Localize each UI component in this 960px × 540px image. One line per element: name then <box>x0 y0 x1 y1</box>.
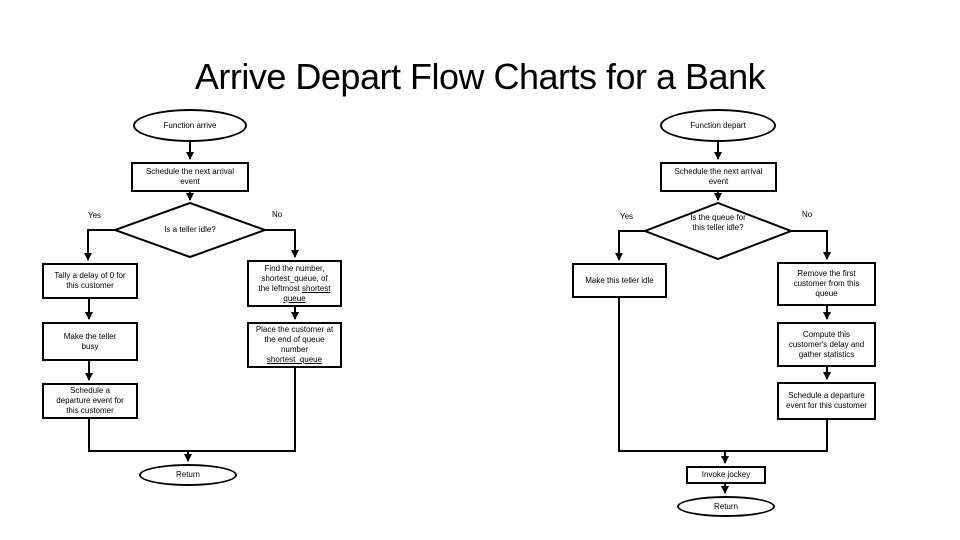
depart-yes-label: Yes <box>620 212 634 221</box>
arrive-find-queue-box: Find the number, shortest_queue, of the … <box>247 260 342 307</box>
depart-decision-label: Is the queue for this teller idle? <box>690 213 746 233</box>
arrive-place-queue-main: Place the customer at the end of queue n… <box>255 325 334 354</box>
arrive-no-branch <box>265 229 299 258</box>
slide-title: Arrive Depart Flow Charts for a Bank <box>194 56 766 97</box>
depart-make-idle-box: Make this teller idle <box>572 263 667 298</box>
arrive-schedule-box: Schedule the next arrival event <box>131 162 249 192</box>
depart-decision-diamond <box>642 201 794 261</box>
arrive-make-busy-box: Make the teller busy <box>42 322 138 361</box>
depart-start-terminal: Function depart <box>660 109 776 142</box>
arrive-start-terminal: Function arrive <box>133 109 247 142</box>
arrive-tally-box: Tally a delay of 0 for this customer <box>42 263 138 299</box>
arrive-decision-diamond <box>112 201 268 259</box>
arrive-no-label: No <box>272 210 283 219</box>
depart-no-label: No <box>802 210 813 219</box>
depart-remove-box: Remove the first customer from this queu… <box>777 262 876 306</box>
depart-return-terminal: Return <box>677 496 775 517</box>
arrive-yes-label: Yes <box>88 211 102 220</box>
arrive-place-queue-text: Place the customer at the end of queue n… <box>255 325 334 365</box>
depart-compute-box: Compute this customer's delay and gather… <box>777 322 876 367</box>
depart-yes-branch <box>615 230 645 261</box>
arrive-find-queue-underlined: shortest queue <box>283 283 331 303</box>
arrive-decision-label: Is a teller idle? <box>164 225 216 234</box>
depart-schedule-departure-box: Schedule a departure event for this cust… <box>777 382 876 420</box>
arrive-return-terminal: Return <box>139 464 237 486</box>
depart-schedule-box: Schedule the next arrival event <box>660 162 777 192</box>
depart-invoke-jockey-box: Invoke jockey <box>686 466 766 484</box>
arrive-find-queue-main: Find the number, shortest_queue, of the … <box>258 263 328 293</box>
arrive-find-queue-text: Find the number, shortest_queue, of the … <box>255 264 334 304</box>
arrive-yes-branch <box>84 229 115 261</box>
arrive-schedule-departure-box: Schedule a departure event for this cust… <box>42 383 138 419</box>
arrive-place-queue-underlined: shortest_queue <box>266 355 323 364</box>
depart-no-branch <box>791 230 831 260</box>
arrive-place-queue-box: Place the customer at the end of queue n… <box>247 322 342 368</box>
